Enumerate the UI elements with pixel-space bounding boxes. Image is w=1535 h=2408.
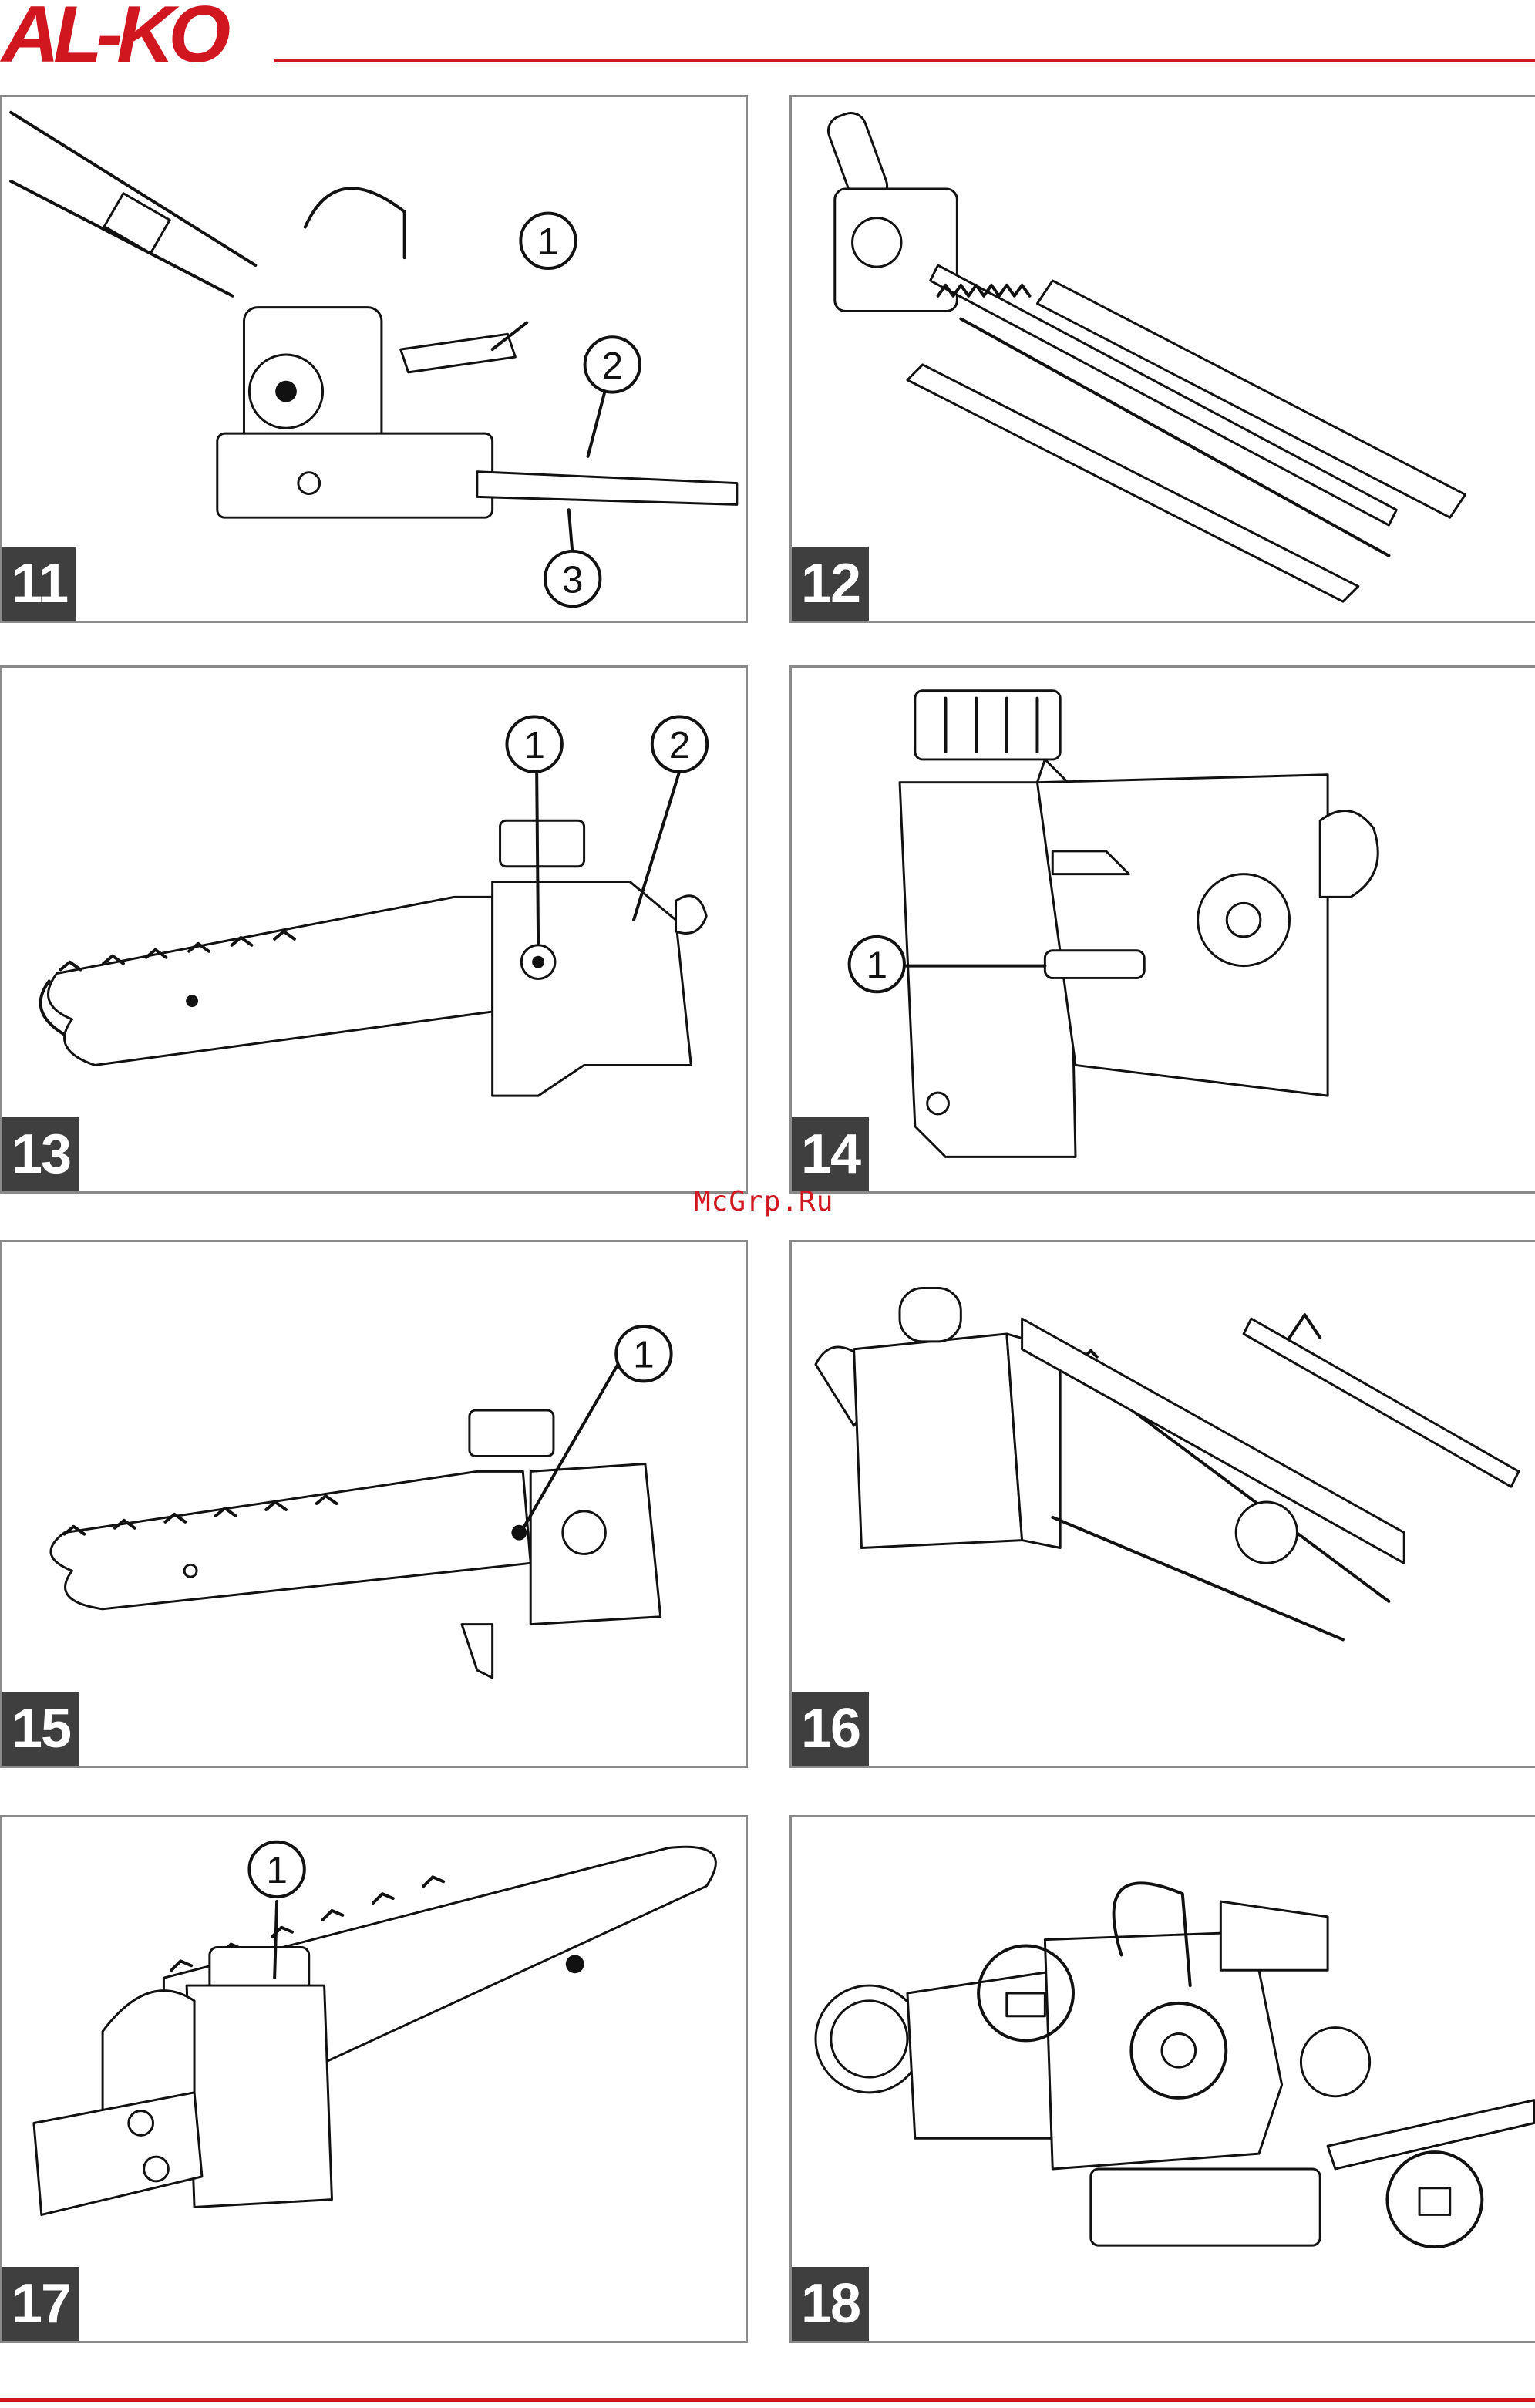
al-ko-logo: AL-KO — [0, 0, 262, 68]
header-rule — [274, 59, 1535, 62]
figure-12-illustration — [792, 97, 1535, 621]
figure-number: 12 — [792, 547, 869, 621]
callout-1: 1 — [616, 1326, 671, 1381]
callout-1: 1 — [507, 716, 561, 771]
svg-text:1: 1 — [633, 1333, 655, 1376]
svg-text:1: 1 — [867, 943, 888, 986]
figure-number: 14 — [792, 1117, 869, 1191]
figure-18-illustration — [792, 1817, 1535, 2341]
callout-1: 1 — [850, 937, 904, 992]
svg-text:2: 2 — [669, 723, 691, 766]
figure-number: 18 — [792, 2267, 869, 2341]
figure-12: 12 — [789, 95, 1535, 623]
figure-number: 11 — [2, 547, 76, 621]
figure-11: 1 2 3 11 — [0, 95, 748, 623]
figure-13-callouts: 1 2 — [2, 668, 746, 1191]
figure-17-callouts: 1 — [2, 1817, 746, 2341]
watermark: McGrp.Ru — [694, 1186, 833, 1217]
svg-text:1: 1 — [266, 1848, 288, 1891]
footer-rule — [0, 2398, 1535, 2402]
callout-2: 2 — [585, 337, 640, 392]
svg-text:3: 3 — [562, 557, 584, 601]
logo-text: AL-KO — [0, 0, 230, 68]
figure-11-callouts: 1 2 3 — [2, 97, 746, 621]
figure-number: 13 — [2, 1117, 79, 1191]
figure-15: 1 15 — [0, 1240, 748, 1768]
figure-17: 1 17 — [0, 1815, 748, 2343]
svg-text:1: 1 — [523, 723, 545, 766]
figure-15-callouts: 1 — [2, 1242, 746, 1766]
svg-text:1: 1 — [537, 220, 559, 263]
callout-1: 1 — [249, 1842, 304, 1897]
svg-text:2: 2 — [601, 344, 623, 387]
figure-14-callouts: 1 — [792, 668, 1535, 1191]
figure-16: 16 — [789, 1240, 1535, 1768]
figure-13: 1 2 13 — [0, 665, 748, 1194]
callout-3: 3 — [545, 551, 600, 606]
figure-number: 16 — [792, 1692, 869, 1766]
callout-2: 2 — [652, 716, 707, 771]
callout-1: 1 — [520, 214, 575, 268]
figure-14: 1 14 — [789, 665, 1535, 1194]
figure-number: 15 — [2, 1692, 79, 1766]
figure-16-illustration — [792, 1242, 1535, 1766]
figure-18: 18 — [789, 1815, 1535, 2343]
figure-number: 17 — [2, 2267, 79, 2341]
